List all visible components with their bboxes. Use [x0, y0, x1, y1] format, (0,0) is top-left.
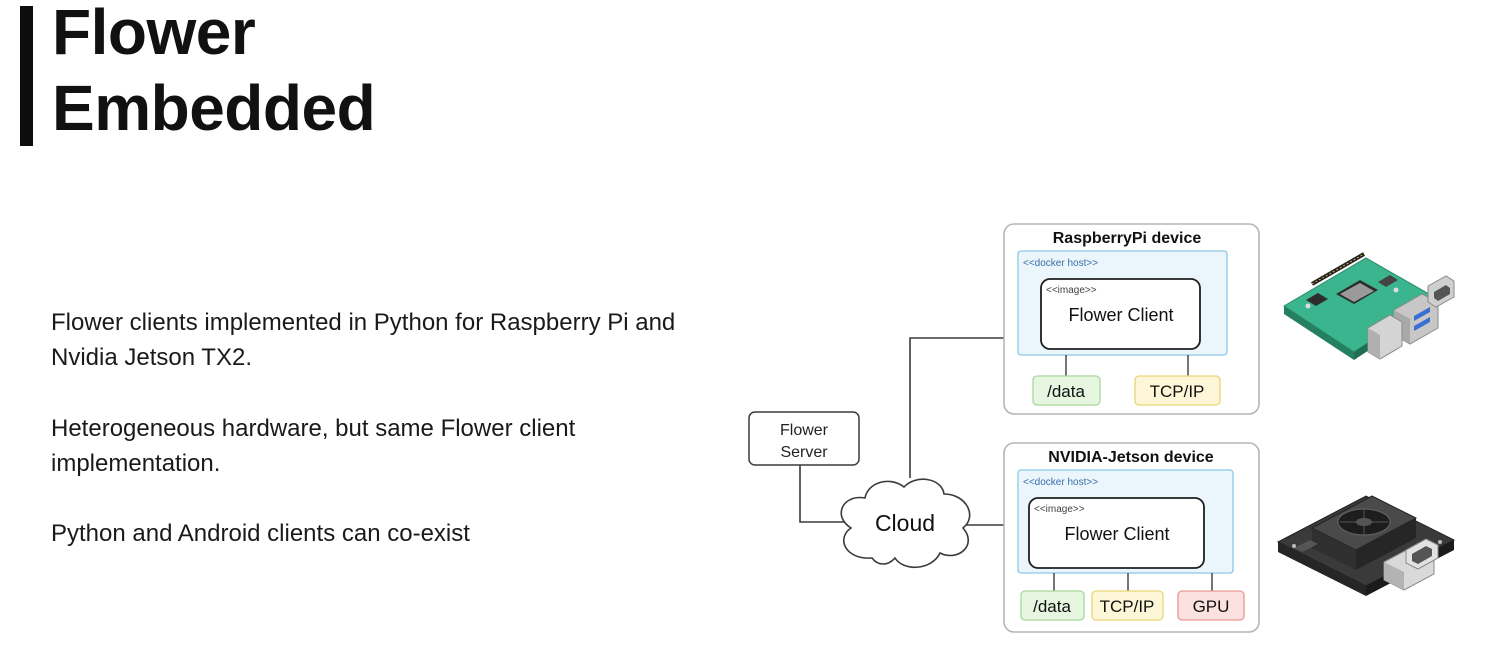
flower-server-node: Flower Server [748, 411, 860, 466]
cloud-node: Cloud [840, 478, 971, 568]
server-cloud-connector [799, 465, 845, 523]
raspberry-port-tcpip: TCP/IP [1134, 375, 1221, 406]
bullet-list: Flower clients implemented in Python for… [51, 305, 731, 587]
jetson-port-label: TCP/IP [1100, 597, 1155, 616]
raspberry-device: RaspberryPi device <<docker host>> <<ima… [1003, 223, 1260, 415]
server-label-line1: Flower [780, 422, 829, 439]
raspberry-port-label: TCP/IP [1150, 382, 1205, 401]
jetson-image-box: <<image>> Flower Client [1028, 497, 1205, 569]
jetson-port-data: /data [1020, 590, 1085, 621]
cloud-raspberry-connector [909, 337, 1004, 478]
jetson-device: NVIDIA-Jetson device <<docker host>> <<i… [1003, 442, 1260, 633]
raspberry-image-box: <<image>> Flower Client [1040, 278, 1201, 350]
title-accent-bar [20, 6, 33, 146]
raspberry-image-stereotype: <<image>> [1046, 285, 1097, 296]
jetson-device-title: NVIDIA-Jetson device [1048, 449, 1213, 466]
jetson-port-label: /data [1033, 597, 1071, 616]
cloud-label: Cloud [875, 510, 935, 536]
jetson-port-tcpip: TCP/IP [1091, 590, 1164, 621]
title-line-1: Flower [52, 0, 256, 68]
raspberry-pi-board-icon [1283, 252, 1455, 360]
jetson-image-stereotype: <<image>> [1034, 504, 1085, 515]
jetson-port-gpu: GPU [1177, 590, 1245, 621]
nvidia-jetson-board-icon [1276, 495, 1456, 596]
jetson-client-label: Flower Client [1064, 524, 1169, 544]
raspberry-device-title: RaspberryPi device [1053, 230, 1202, 247]
bullet-text: Heterogeneous hardware, but same Flower … [51, 415, 576, 477]
raspberry-docker-host-label: <<docker host>> [1023, 258, 1098, 269]
raspberry-port-data: /data [1032, 375, 1101, 406]
bullet-text: Flower clients implemented in Python for… [51, 309, 676, 371]
jetson-port-label: GPU [1193, 597, 1230, 616]
server-label-line2: Server [780, 444, 828, 461]
raspberry-client-label: Flower Client [1068, 305, 1173, 325]
jetson-docker-host-label: <<docker host>> [1023, 477, 1098, 488]
title-line-2: Embedded [52, 72, 376, 144]
bullet-text: Python and Android clients can co-exist [51, 520, 470, 547]
raspberry-port-label: /data [1047, 382, 1085, 401]
